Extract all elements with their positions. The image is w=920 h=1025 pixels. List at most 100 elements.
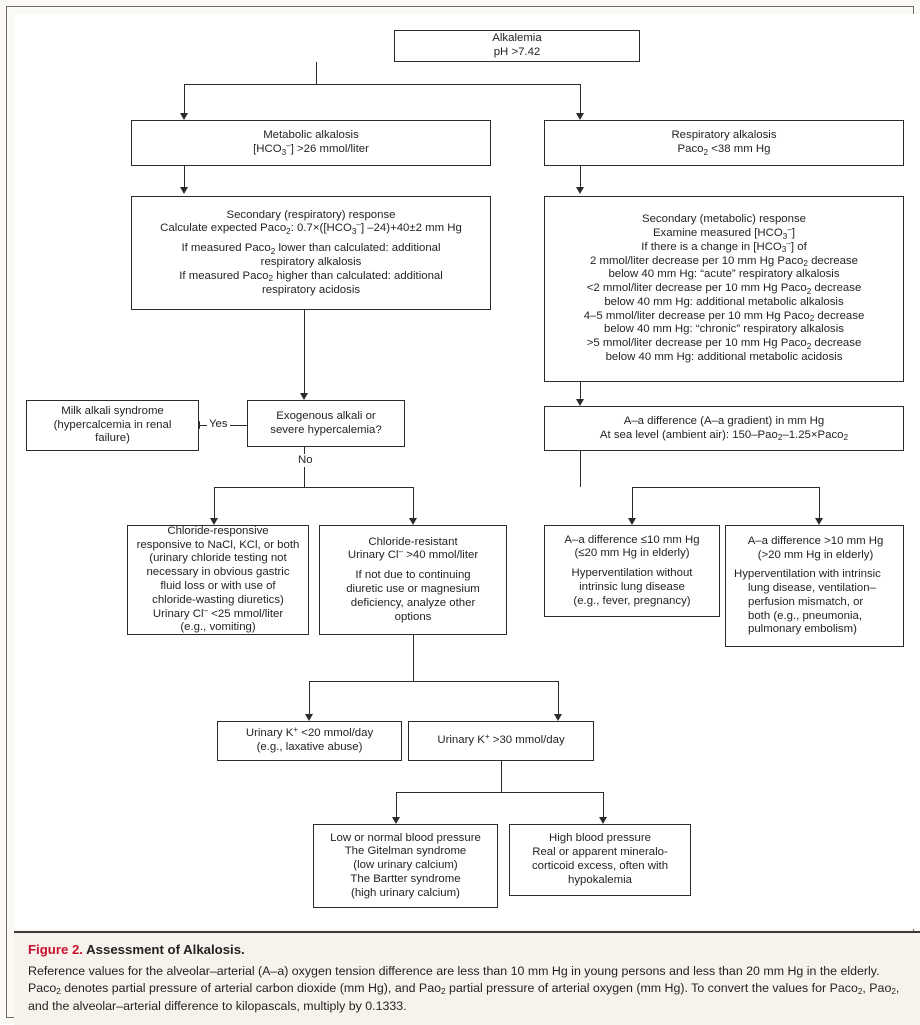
aalow-line2: (≤20 mm Hg in elderly) xyxy=(574,547,690,560)
highbp-line1: High blood pressure xyxy=(549,832,651,845)
connector-to-low-bp xyxy=(396,792,398,818)
arrowhead-metabolic-down xyxy=(180,187,188,194)
connector-root-split xyxy=(184,84,581,86)
figure-caption: Figure 2. Assessment of Alkalosis. Refer… xyxy=(14,931,920,1025)
arrowhead-aa-high xyxy=(815,518,823,525)
clresp-line1: Chloride-responsive xyxy=(167,524,269,537)
aahigh-line7: pulmonary embolism) xyxy=(748,623,857,636)
node-alkalemia-line1: Alkalemia xyxy=(492,32,542,45)
secmet-line4: 2 mmol/liter decrease per 10 mm Hg Paco2… xyxy=(590,254,858,269)
lowbp-line4: The Bartter syndrome xyxy=(350,872,461,885)
connector-chloride-split xyxy=(214,487,414,489)
arrowhead-k-low xyxy=(305,714,313,721)
aahigh-line5: perfusion mismatch, or xyxy=(748,595,864,608)
clresp-line5: fluid loss or with use of xyxy=(160,580,276,592)
connector-metabolic-down xyxy=(184,166,186,188)
milk-line3: failure) xyxy=(95,432,130,445)
node-metabolic-alkalosis-line1: Metabolic alkalosis xyxy=(263,129,359,142)
caption-title-row: Figure 2. Assessment of Alkalosis. xyxy=(28,941,906,958)
node-respiratory-alkalosis-line1: Respiratory alkalosis xyxy=(671,129,777,142)
secresp-line5: If measured Paco2 higher than calculated… xyxy=(179,269,443,284)
milk-line2: (hypercalcemia in renal xyxy=(53,418,172,431)
connector-secresp-down xyxy=(304,310,306,394)
aahigh-line1: A–a difference >10 mm Hg xyxy=(747,534,884,547)
khigh-line1: Urinary K+ >30 mmol/day xyxy=(437,732,565,747)
node-urinary-k-high[interactable]: Urinary K+ >30 mmol/day xyxy=(408,721,594,761)
arrowhead-low-bp xyxy=(392,817,400,824)
arrowhead-k-high xyxy=(554,714,562,721)
node-low-blood-pressure[interactable]: Low or normal blood pressure The Gitelma… xyxy=(313,824,498,908)
secmet-line3: If there is a change in [HCO3–] of xyxy=(641,238,807,255)
node-aa-difference-high[interactable]: A–a difference >10 mm Hg (>20 mm Hg in e… xyxy=(725,525,904,647)
highbp-line4: hypokalemia xyxy=(568,873,632,886)
secresp-line2: Calculate expected Paco2: 0.7×([HCO3–] –… xyxy=(160,220,462,236)
node-metabolic-alkalosis[interactable]: Metabolic alkalosis [HCO3–] >26 mmol/lit… xyxy=(131,120,491,166)
connector-to-cl-resistant xyxy=(413,487,415,519)
arrowhead-cl-resistant xyxy=(409,518,417,525)
lowbp-line5: (high urinary calcium) xyxy=(351,886,460,899)
secmet-line7: below 40 mm Hg: additional metabolic alk… xyxy=(604,295,844,308)
aalow-line5: (e.g., fever, pregnancy) xyxy=(573,594,691,607)
node-alkalemia[interactable]: Alkalemia pH >7.42 xyxy=(394,30,640,62)
node-secondary-metabolic-response[interactable]: Secondary (metabolic) response Examine m… xyxy=(544,196,904,382)
connector-bp-split xyxy=(396,792,604,794)
secmet-line5: below 40 mm Hg: “acute” respiratory alka… xyxy=(608,268,840,281)
aahigh-line3: Hyperventilation with intrinsic xyxy=(734,568,881,581)
exo-line2: severe hypercalemia? xyxy=(270,423,382,436)
clresp-line7: Urinary Cl– <25 mmol/liter xyxy=(152,605,284,620)
caption-body: Reference values for the alveolar–arteri… xyxy=(28,964,900,1014)
arrowhead-aa-low xyxy=(628,518,636,525)
connector-clres-down xyxy=(413,635,415,681)
secmet-line11: below 40 mm Hg: additional metabolic aci… xyxy=(605,351,843,364)
clres-line5: deficiency, analyze other xyxy=(350,596,476,609)
aahigh-line6: both (e.g., pneumonia, xyxy=(748,609,862,622)
milk-line1: Milk alkali syndrome xyxy=(61,404,164,417)
arrowhead-secresp-down xyxy=(300,393,308,400)
arrowhead-to-metabolic xyxy=(180,113,188,120)
caption-figure-number: Figure 2. xyxy=(28,942,83,957)
connector-aa-down xyxy=(580,451,582,487)
highbp-line3: corticoid excess, often with xyxy=(531,860,669,872)
flowchart-diagram: Yes No Alkalemia pH >7.42 xyxy=(14,14,920,929)
caption-title-text: Assessment of Alkalosis. xyxy=(86,942,245,957)
secresp-line1: Secondary (respiratory) response xyxy=(226,208,396,221)
node-alkalemia-line2: pH >7.42 xyxy=(493,46,541,58)
node-exogenous-alkali[interactable]: Exogenous alkali or severe hypercalemia? xyxy=(247,400,405,447)
connector-to-aa-high xyxy=(819,487,821,519)
secresp-line3: If measured Paco2 lower than calculated:… xyxy=(181,242,441,256)
node-aa-difference-low[interactable]: A–a difference ≤10 mm Hg (≤20 mm Hg in e… xyxy=(544,525,720,617)
secresp-line4: respiratory alkalosis xyxy=(260,256,362,268)
node-respiratory-alkalosis[interactable]: Respiratory alkalosis Paco2 <38 mm Hg xyxy=(544,120,904,166)
clres-line1: Chloride-resistant xyxy=(368,535,458,548)
connector-aa-split xyxy=(632,487,820,489)
clresp-line4: necessary in obvious gastric xyxy=(146,566,290,579)
node-respiratory-alkalosis-line2: Paco2 <38 mm Hg xyxy=(677,143,771,157)
lowbp-line2: The Gitelman syndrome xyxy=(344,845,467,858)
node-aa-difference[interactable]: A–a difference (A–a gradient) in mm Hg A… xyxy=(544,406,904,451)
connector-secmet-down xyxy=(580,382,582,400)
node-chloride-responsive[interactable]: Chloride-responsive responsive to NaCl, … xyxy=(127,525,309,635)
node-high-blood-pressure[interactable]: High blood pressure Real or apparent min… xyxy=(509,824,691,896)
clresp-line3: (urinary chloride testing not xyxy=(149,552,287,565)
node-chloride-resistant[interactable]: Chloride-resistant Urinary Cl– >40 mmol/… xyxy=(319,525,507,635)
clresp-line8: (e.g., vomiting) xyxy=(180,621,256,634)
connector-to-high-bp xyxy=(603,792,605,818)
secresp-line6: respiratory acidosis xyxy=(261,283,361,296)
connector-k-split xyxy=(309,681,559,683)
node-milk-alkali-syndrome[interactable]: Milk alkali syndrome (hypercalcemia in r… xyxy=(26,400,199,451)
edge-label-yes: Yes xyxy=(207,418,230,431)
aalow-line1: A–a difference ≤10 mm Hg xyxy=(564,533,700,546)
node-urinary-k-low[interactable]: Urinary K+ <20 mmol/day (e.g., laxative … xyxy=(217,721,402,761)
node-metabolic-alkalosis-line2: [HCO3–] >26 mmol/liter xyxy=(253,141,369,157)
node-secondary-respiratory-response[interactable]: Secondary (respiratory) response Calcula… xyxy=(131,196,491,310)
clresp-line2: responsive to NaCl, KCl, or both xyxy=(136,538,300,551)
edge-label-no: No xyxy=(296,454,315,467)
connector-no-down xyxy=(304,447,306,487)
klow-line1: Urinary K+ <20 mmol/day xyxy=(245,725,374,740)
klow-line2: (e.g., laxative abuse) xyxy=(256,741,363,753)
clres-line3: If not due to continuing xyxy=(355,569,471,582)
lowbp-line3: (low urinary calcium) xyxy=(353,859,458,872)
clres-line4: diuretic use or magnesium xyxy=(346,583,480,595)
arrowhead-respiratory-down xyxy=(576,187,584,194)
